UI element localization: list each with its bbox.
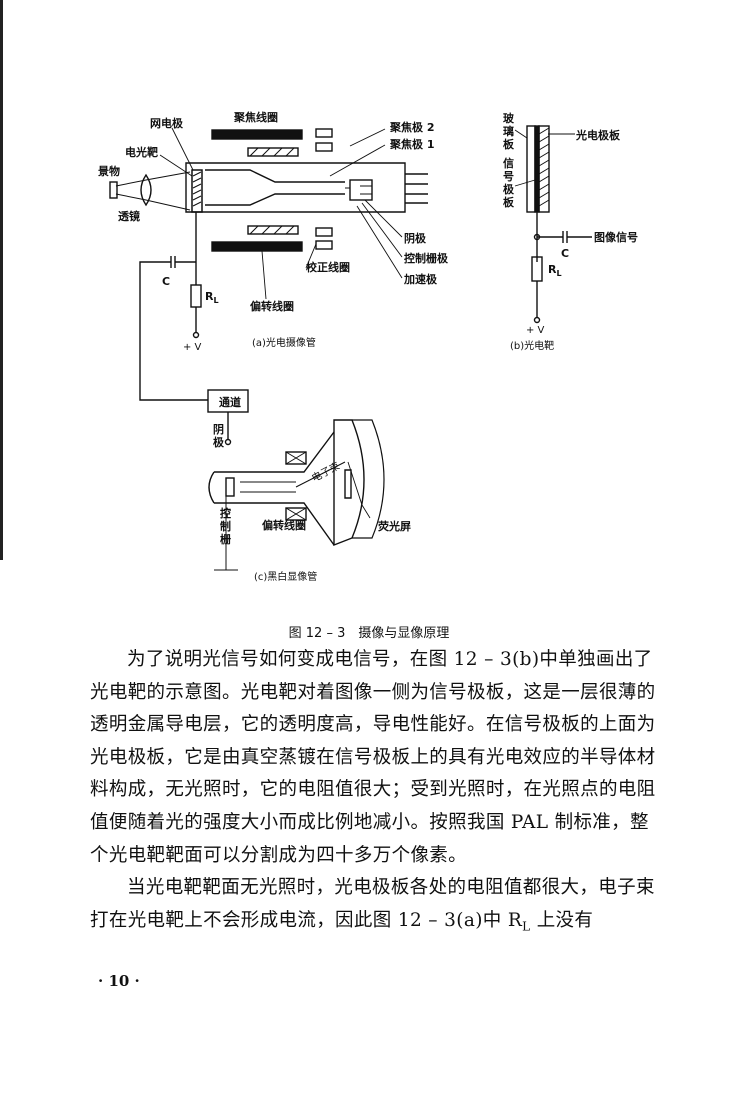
tube-inner-lower bbox=[205, 193, 345, 206]
correction-coil-top bbox=[315, 128, 333, 138]
caption-b: (b)光电靶 bbox=[510, 339, 554, 352]
label-mesh-electrode: 网电极 bbox=[150, 116, 184, 130]
label-image-signal: 图像信号 bbox=[594, 230, 638, 244]
focus-coil-top bbox=[211, 129, 303, 140]
label-photo-target: 电光靶 bbox=[125, 145, 158, 159]
label-focus-coil: 聚焦线圈 bbox=[233, 110, 278, 124]
label-correction-coil: 校正线圈 bbox=[306, 260, 350, 274]
signal-node-b bbox=[533, 233, 541, 241]
label-grid-c-1: 控 bbox=[220, 506, 231, 520]
tube-screen bbox=[333, 419, 365, 547]
label-supply-b: + V bbox=[526, 325, 545, 336]
label-cap-a: C bbox=[162, 275, 170, 288]
leaders-a bbox=[159, 127, 403, 300]
label-glass-char-3: 板 bbox=[503, 137, 515, 151]
screen-face bbox=[352, 419, 385, 539]
label-rl-a: RL bbox=[205, 290, 219, 305]
supply-node-b bbox=[533, 316, 541, 324]
label-focus-plate-2: 聚焦极 2 bbox=[389, 120, 434, 134]
screen-lead bbox=[347, 461, 371, 519]
resistor-rl bbox=[190, 284, 202, 308]
caption-c: (c)黑白显像管 bbox=[254, 570, 317, 583]
glass-plate bbox=[526, 125, 536, 213]
cathode-block bbox=[349, 179, 373, 201]
correction-coil-bottom bbox=[315, 227, 333, 237]
label-cathode-c-2: 极 bbox=[213, 435, 225, 449]
label-grid-c-3: 栅 bbox=[220, 532, 231, 546]
target-hatch-a bbox=[192, 171, 202, 207]
photo-target-a bbox=[191, 169, 203, 213]
target-lead bbox=[186, 212, 197, 285]
caption-a: (a)光电摄像管 bbox=[252, 336, 316, 349]
label-glass-char-2: 璃 bbox=[503, 124, 514, 138]
tube-neck bbox=[214, 431, 335, 546]
light-rays bbox=[115, 171, 191, 211]
label-lens: 透镜 bbox=[118, 209, 140, 223]
deflection-coil-top-c bbox=[285, 451, 307, 465]
label-grid-c-2: 制 bbox=[220, 519, 231, 533]
cathode-node-c bbox=[224, 438, 232, 446]
photo-plate-hatch bbox=[538, 127, 550, 207]
beam-c bbox=[295, 461, 346, 488]
label-electron-beam: 电子束 bbox=[309, 459, 342, 485]
diagram-b-photo-target bbox=[514, 125, 592, 324]
diagram-a-camera-tube bbox=[109, 127, 428, 401]
label-cap-b: C bbox=[561, 247, 569, 260]
label-signal-char-4: 板 bbox=[503, 195, 515, 209]
focus-coil-top2 bbox=[247, 147, 299, 157]
tube-pins bbox=[405, 173, 428, 204]
label-accel-electrode: 加速极 bbox=[403, 272, 438, 286]
label-glass-char-1: 玻 bbox=[503, 111, 515, 125]
paragraph-2-text: 当光电靶靶面无光照时，光电极板各处的电阻值都很大，电子束打在光电靶上不会形成电流… bbox=[90, 877, 655, 931]
diagram-c-labels: 通道 阴 极 控 制 栅 偏转线圈 电子束 荧光屏 (c)黑白显像管 bbox=[213, 395, 411, 583]
diagram-c-picture-tube bbox=[207, 389, 385, 571]
cap-c bbox=[139, 256, 208, 401]
label-fluorescent-screen: 荧光屏 bbox=[378, 519, 411, 533]
tube-envelope bbox=[185, 162, 406, 213]
scene-object bbox=[109, 181, 118, 199]
paragraph-2-end: 上没有 bbox=[530, 909, 594, 931]
gun-c bbox=[225, 481, 296, 558]
label-cathode: 阴极 bbox=[404, 231, 427, 245]
figure-12-3: 网电极 聚焦线圈 聚焦极 2 聚焦极 1 电光靶 景物 透镜 阴极 控制栅极 加… bbox=[97, 110, 638, 583]
label-rl-b: RL bbox=[548, 263, 562, 278]
paragraph-1: 为了说明光信号如何变成电信号，在图 12 – 3(b)中单独画出了光电靶的示意图… bbox=[90, 649, 656, 866]
paragraph-2: 当光电靶靶面无光照时，光电极板各处的电阻值都很大，电子束打在光电靶上不会形成电流… bbox=[90, 872, 666, 943]
diagram-a-labels: 网电极 聚焦线圈 聚焦极 2 聚焦极 1 电光靶 景物 透镜 阴极 控制栅极 加… bbox=[97, 110, 449, 353]
label-signal-char-2: 号 bbox=[503, 170, 514, 183]
label-control-grid: 控制栅极 bbox=[404, 251, 449, 265]
paragraph-2-subscript: L bbox=[522, 919, 531, 934]
signal-lead-b bbox=[536, 212, 592, 262]
gun-lines bbox=[345, 185, 372, 195]
leaders-b bbox=[514, 129, 575, 187]
tube-inner-upper bbox=[205, 169, 345, 183]
body-text: 为了说明光信号如何变成电信号，在图 12 – 3(b)中单独画出了光电靶的示意图… bbox=[90, 644, 666, 943]
supply-node-a bbox=[192, 331, 200, 339]
label-signal-char-3: 极 bbox=[503, 182, 515, 196]
label-signal-char-1: 信 bbox=[503, 156, 514, 170]
page-binding-edge bbox=[0, 0, 3, 560]
label-scene: 景物 bbox=[97, 164, 120, 178]
focus-coil-bottom bbox=[211, 241, 303, 252]
label-channel: 通道 bbox=[219, 395, 241, 409]
lens-a bbox=[140, 173, 152, 207]
label-deflection-coil: 偏转线圈 bbox=[250, 299, 294, 313]
deflection-coil-bottom-c bbox=[285, 507, 307, 521]
photo-plate bbox=[538, 125, 550, 213]
label-focus-plate-1: 聚焦极 1 bbox=[389, 137, 434, 151]
ground-c bbox=[214, 558, 238, 571]
page-number: · 10 · bbox=[98, 972, 140, 990]
label-deflection-coil-c: 偏转线圈 bbox=[262, 518, 306, 532]
tube-neck-end bbox=[208, 471, 215, 504]
label-supply-a: + V bbox=[183, 342, 202, 353]
cathode-c bbox=[225, 477, 235, 497]
focus-coil-bottom2 bbox=[247, 225, 299, 235]
label-photo-electrode-plate: 光电极板 bbox=[575, 128, 621, 142]
diagram-b-labels: 玻 璃 板 信 号 极 板 光电极板 图像信号 C RL + V (b)光电靶 bbox=[503, 111, 638, 352]
screen-spot bbox=[344, 469, 352, 499]
figure-caption: 图 12 – 3 摄像与显像原理 bbox=[288, 626, 450, 641]
correction-coil-bottom2 bbox=[315, 240, 333, 250]
label-cathode-c-1: 阴 bbox=[213, 422, 224, 436]
correction-coil-top2 bbox=[315, 142, 333, 152]
